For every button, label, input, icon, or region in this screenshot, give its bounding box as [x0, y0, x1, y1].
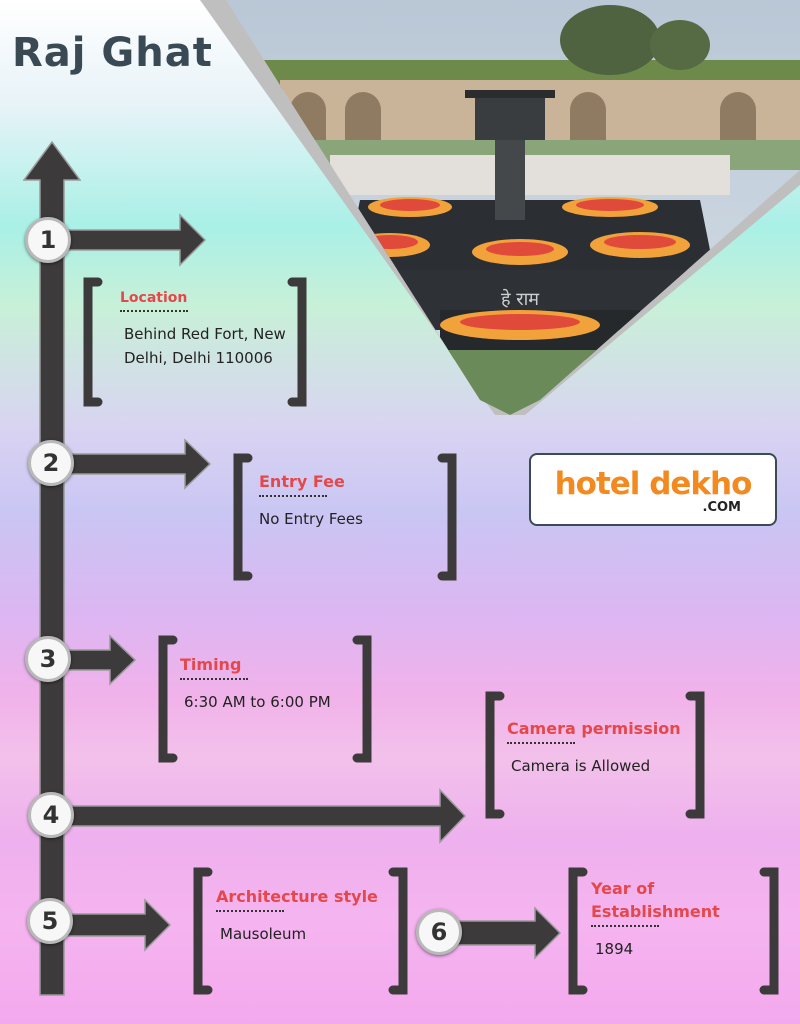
arrow-1 [63, 213, 207, 267]
camera-text: Camera is Allowed [511, 757, 651, 775]
raj-ghat-photo: हे राम [200, 0, 800, 415]
dotted-divider [180, 678, 248, 680]
location-line-2: Delhi, Delhi 110006 [124, 349, 273, 367]
dotted-divider [507, 742, 575, 744]
logo-main-text: hotel dekho [554, 466, 753, 502]
entry-fee-box: Entry Fee No Entry Fees [259, 472, 363, 531]
entry-fee-title: Entry Fee [259, 472, 345, 491]
page-title: Raj Ghat [12, 30, 213, 76]
bracket-1-right [287, 277, 307, 407]
arrow-3 [63, 634, 137, 686]
arrow-5 [63, 898, 172, 952]
arrow-4 [63, 788, 467, 844]
entry-fee-text: No Entry Fees [259, 510, 363, 528]
logo-sub-text: .COM [702, 500, 741, 515]
timing-title: Timing [180, 655, 242, 674]
dotted-divider [259, 495, 327, 497]
architecture-title: Architecture style [216, 887, 378, 906]
timing-box: Timing 6:30 AM to 6:00 PM [180, 655, 331, 714]
dotted-divider [120, 310, 188, 312]
dotted-divider [216, 910, 284, 912]
establishment-title-line-1: Year of [591, 879, 655, 898]
establishment-title-line-2: Establishment [591, 902, 720, 921]
camera-box: Camera permission Camera is Allowed [507, 719, 681, 778]
timeline-vertical-arrow [22, 140, 82, 996]
location-line-1: Behind Red Fort, New [124, 325, 286, 343]
establishment-box: Year of Establishment 1894 [591, 879, 720, 961]
location-box: Location Behind Red Fort, New Delhi, Del… [120, 290, 286, 370]
bracket-1-left [83, 277, 103, 407]
photo-inscription: हे राम [501, 288, 540, 310]
step-1-number: 1 [25, 217, 71, 263]
location-title: Location [120, 290, 188, 306]
camera-title: Camera permission [507, 719, 681, 738]
step-2-number: 2 [28, 440, 74, 486]
architecture-text: Mausoleum [220, 925, 307, 943]
step-5-number: 5 [27, 898, 73, 944]
hoteldekho-logo: hotel dekho .COM [529, 453, 777, 526]
arrow-6 [454, 906, 562, 960]
step-4-number: 4 [28, 792, 74, 838]
arrow-2 [63, 438, 212, 490]
architecture-box: Architecture style Mausoleum [216, 887, 378, 946]
establishment-text: 1894 [595, 940, 634, 958]
step-3-number: 3 [25, 636, 71, 682]
timing-text: 6:30 AM to 6:00 PM [184, 693, 331, 711]
eternal-flame-lamp [475, 95, 545, 140]
tree [560, 5, 660, 75]
dotted-divider [591, 925, 659, 927]
step-6-number: 6 [416, 909, 462, 955]
